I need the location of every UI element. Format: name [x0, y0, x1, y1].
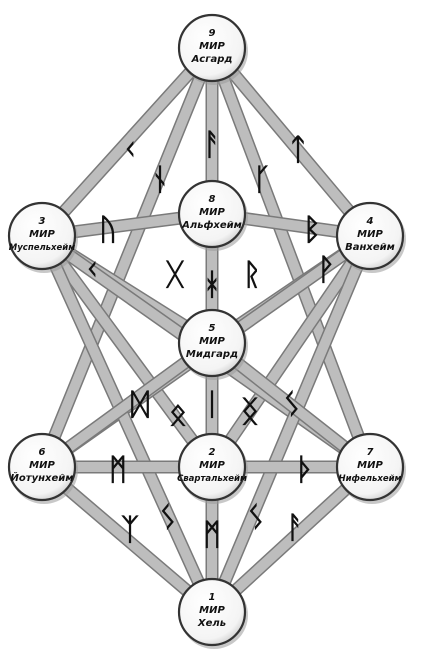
rune-r12: ᚹ: [317, 253, 335, 288]
world-label: МИР: [199, 207, 225, 218]
path-w4-w1: [205, 229, 377, 619]
path-w3-w2: [35, 229, 219, 474]
world-number: 4: [366, 216, 374, 227]
world-label: МИР: [199, 605, 225, 616]
rune-r20: ᛉ: [121, 513, 139, 548]
rune-r16: ᛝ: [241, 395, 259, 430]
path-w9-w7: [205, 41, 377, 474]
path-w9-w4: [205, 41, 377, 243]
world-name: Йотунхейм: [11, 471, 74, 484]
rune-r14: ᛟ: [169, 398, 187, 433]
world-label: МИР: [29, 229, 55, 240]
rune-r19: ᚦ: [296, 453, 314, 488]
rune-r9: ᚷ: [165, 258, 185, 293]
rune-r7: ᛒ: [303, 213, 321, 248]
world-name: Асгард: [191, 54, 233, 65]
world-number: 9: [209, 28, 216, 39]
rune-r6: ᚢ: [99, 213, 117, 248]
rune-r1: ᚲ: [121, 133, 139, 168]
world-label: МИР: [29, 460, 55, 471]
world-name: Ванхейм: [345, 242, 395, 253]
rune-r24: ᚨ: [286, 511, 304, 546]
rune-r17: ᛊ: [283, 388, 301, 423]
world-label: МИР: [199, 460, 225, 471]
rune-r10: ᚼ: [203, 268, 221, 303]
rune-r4: ᚴ: [253, 163, 271, 198]
world-name: Муспельхейм: [9, 243, 75, 253]
rune-r23: ᛊ: [247, 501, 265, 536]
rune-r21: ᛊ: [159, 501, 177, 536]
path-w7-w1: [205, 460, 377, 619]
rune-r2: ᚾ: [151, 163, 169, 198]
world-number: 3: [39, 216, 46, 227]
world-name: Свартальхейм: [177, 474, 247, 484]
world-label: МИР: [199, 41, 225, 52]
path-w3-w1: [35, 229, 219, 619]
world-label: МИР: [357, 460, 383, 471]
rune-r8: ᚲ: [83, 253, 101, 288]
world-number: 7: [367, 447, 374, 458]
rune-r13: ᛞ: [131, 388, 149, 423]
rune-r3: ᚨ: [203, 128, 221, 163]
worlds-layer: 9МИРАсгард8МИРАльфхейм3МИРМуспельхейм4МИ…: [7, 13, 406, 649]
rune-r5: ᛏ: [289, 133, 307, 168]
path-w9-w6: [35, 41, 219, 474]
path-w6-w5: [35, 336, 219, 474]
rune-r11: ᚱ: [243, 258, 261, 293]
world-number: 1: [209, 592, 216, 603]
rune-r18: ᛗ: [109, 453, 127, 488]
world-name: Альфхейм: [181, 219, 242, 231]
world-label: МИР: [199, 336, 225, 347]
rune-r15: ᛁ: [203, 388, 221, 423]
world-name: Мидгард: [186, 349, 238, 360]
world-number: 2: [209, 447, 216, 458]
path-w9-w3: [35, 41, 219, 243]
world-number: 6: [39, 447, 46, 458]
path-w4-w2: [205, 229, 377, 474]
world-number: 8: [209, 194, 216, 205]
world-name: Нифельхейм: [338, 474, 401, 484]
world-number: 5: [209, 323, 216, 334]
world-label: МИР: [357, 229, 383, 240]
rune-r22: ᛗ: [203, 518, 221, 553]
world-name: Хель: [197, 618, 226, 629]
